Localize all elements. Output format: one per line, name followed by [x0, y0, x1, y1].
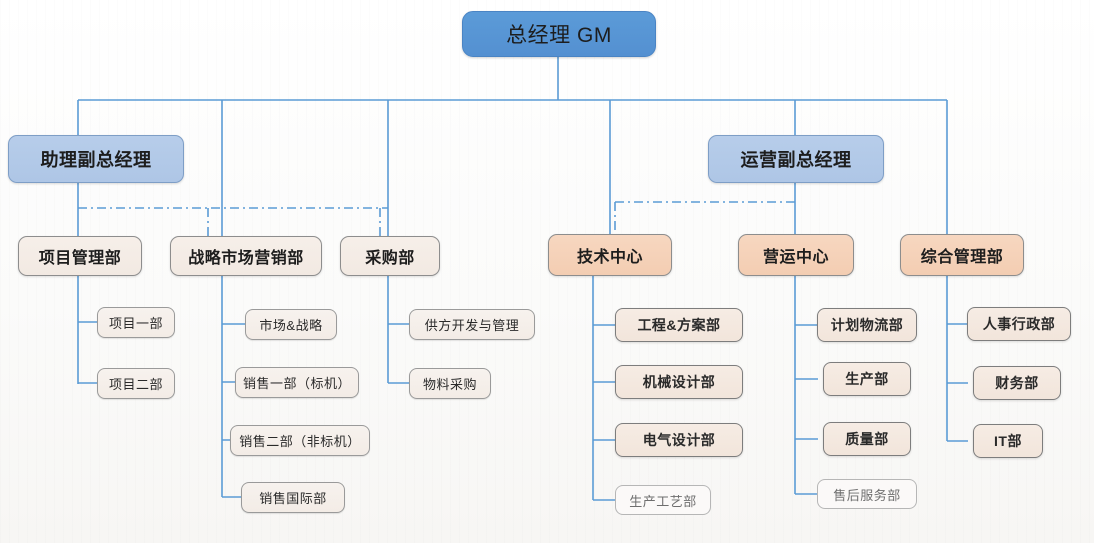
node-label: 助理副总经理: [40, 150, 152, 170]
node-label: 物料采购: [422, 377, 477, 392]
node-label: 采购部: [365, 250, 415, 267]
node-general-management-dept[interactable]: 综合管理部: [900, 234, 1024, 276]
node-tech-team-production-process[interactable]: 生产工艺部: [615, 485, 711, 515]
node-label: 供方开发与管理: [424, 318, 520, 333]
node-purchasing-team-material[interactable]: 物料采购: [409, 368, 491, 399]
node-label: 销售二部（非标机）: [239, 434, 361, 449]
node-label: 销售一部（标机）: [242, 376, 351, 391]
node-operations-vice-gm[interactable]: 运营副总经理: [708, 135, 884, 183]
node-label: 市场&战略: [259, 318, 323, 333]
node-tech-team-mechanical-design[interactable]: 机械设计部: [615, 365, 743, 399]
node-marketing-team-sales-1[interactable]: 销售一部（标机）: [235, 367, 359, 398]
node-purchasing-team-supplier-dev[interactable]: 供方开发与管理: [409, 309, 535, 340]
node-label: 售后服务部: [833, 487, 901, 503]
node-label: 项目一部: [108, 316, 163, 331]
node-label: 技术中心: [576, 249, 643, 266]
node-label: 生产部: [845, 371, 889, 387]
node-project-team-2[interactable]: 项目二部: [97, 368, 175, 399]
node-label: 人事行政部: [982, 316, 1056, 332]
node-label: 运营副总经理: [740, 150, 852, 170]
node-label: 营运中心: [762, 249, 829, 266]
node-label: 总经理 GM: [506, 24, 612, 47]
node-project-team-1[interactable]: 项目一部: [97, 307, 175, 338]
node-tech-team-electrical-design[interactable]: 电气设计部: [615, 423, 743, 457]
node-general-manager[interactable]: 总经理 GM: [462, 11, 656, 57]
node-general-team-it[interactable]: IT部: [973, 424, 1043, 458]
node-label: 战略市场营销部: [188, 250, 304, 267]
node-marketing-team-sales-2[interactable]: 销售二部（非标机）: [230, 425, 370, 456]
node-general-team-finance[interactable]: 财务部: [973, 366, 1061, 400]
node-tech-team-engineering-solution[interactable]: 工程&方案部: [615, 308, 743, 342]
node-assistant-vice-gm[interactable]: 助理副总经理: [8, 135, 184, 183]
node-ops-team-quality[interactable]: 质量部: [823, 422, 911, 456]
node-label: 工程&方案部: [637, 317, 721, 333]
node-technology-center[interactable]: 技术中心: [548, 234, 672, 276]
node-ops-team-after-sales[interactable]: 售后服务部: [817, 479, 917, 509]
node-label: 项目二部: [108, 377, 163, 392]
node-label: 质量部: [845, 431, 889, 447]
node-label: 机械设计部: [642, 374, 716, 390]
node-label: 电气设计部: [642, 432, 716, 448]
node-ops-team-planning-logistics[interactable]: 计划物流部: [817, 308, 917, 342]
node-operations-center[interactable]: 营运中心: [738, 234, 854, 276]
node-marketing-team-market-strategy[interactable]: 市场&战略: [245, 309, 337, 340]
node-label: 计划物流部: [830, 317, 904, 333]
node-marketing-team-international-sales[interactable]: 销售国际部: [241, 482, 345, 513]
node-general-team-hr-admin[interactable]: 人事行政部: [967, 307, 1071, 341]
node-label: 销售国际部: [259, 491, 327, 506]
node-project-management-dept[interactable]: 项目管理部: [18, 236, 142, 276]
node-ops-team-production[interactable]: 生产部: [823, 362, 911, 396]
node-label: 综合管理部: [920, 249, 1004, 266]
node-label: 项目管理部: [38, 250, 122, 267]
node-label: 生产工艺部: [629, 493, 697, 509]
node-strategic-marketing-dept[interactable]: 战略市场营销部: [170, 236, 322, 276]
node-label: IT部: [994, 433, 1022, 449]
node-purchasing-dept[interactable]: 采购部: [340, 236, 440, 276]
node-label: 财务部: [995, 375, 1039, 391]
